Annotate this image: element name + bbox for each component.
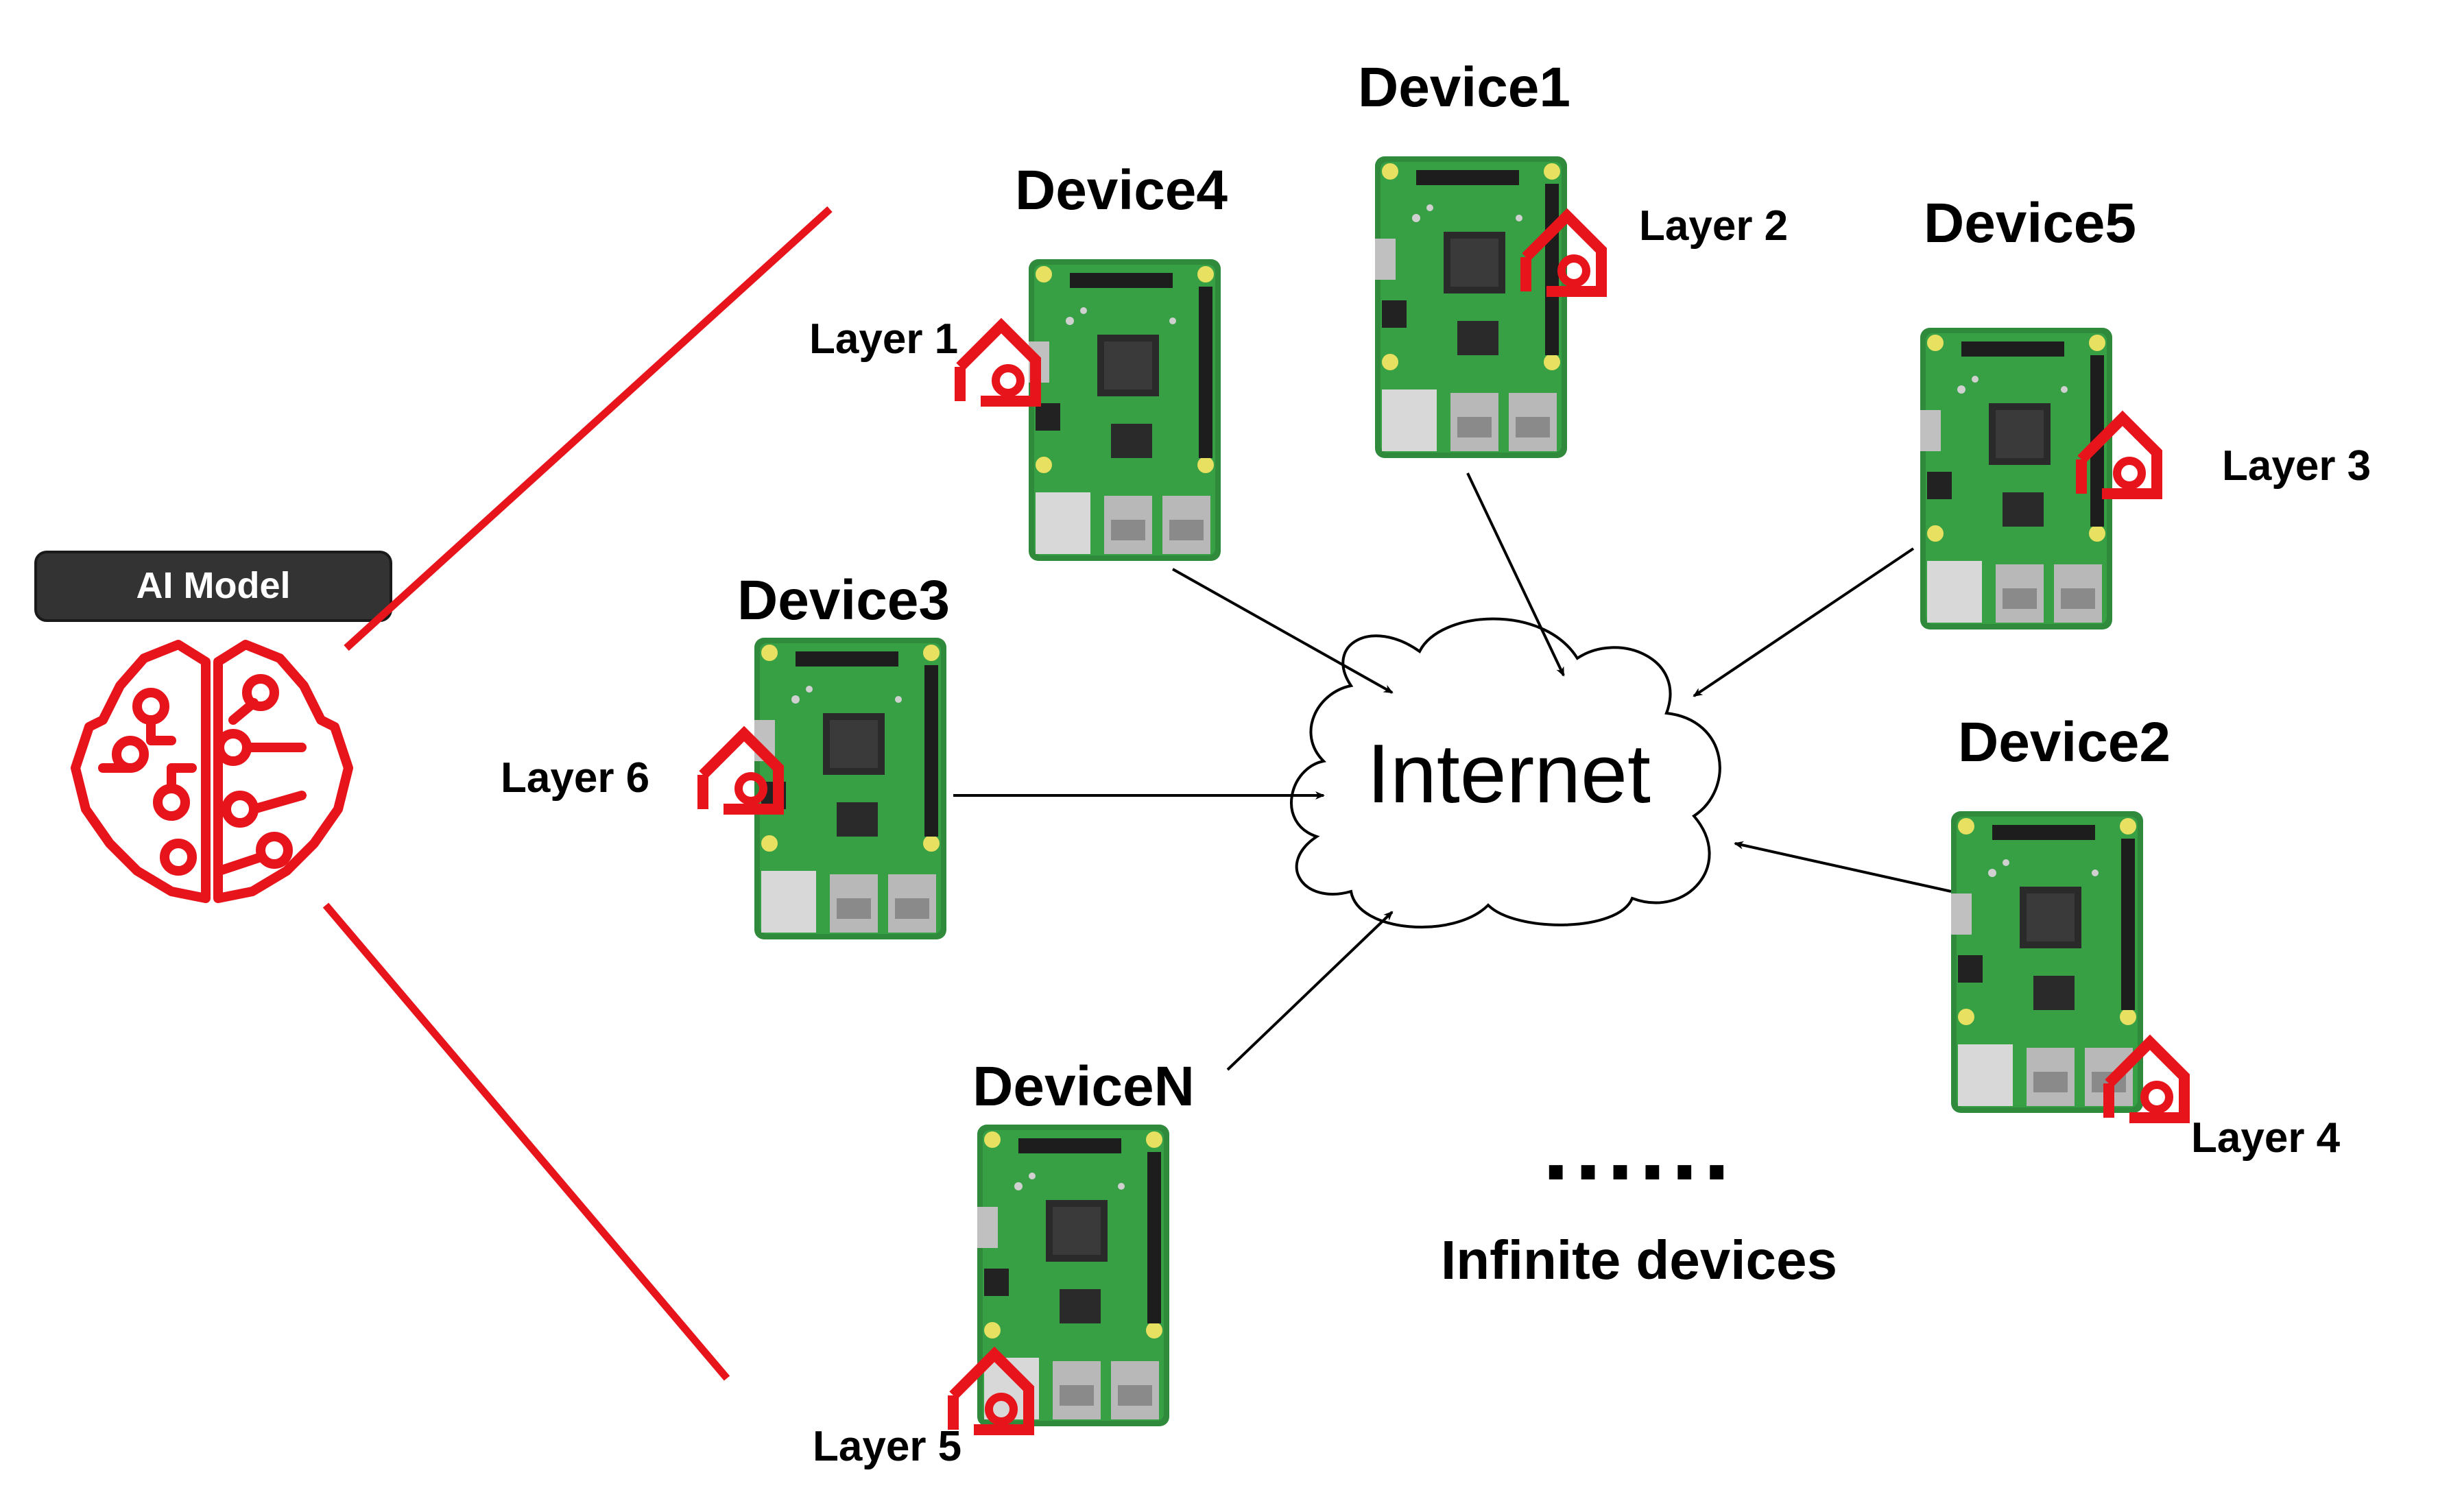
board-icon bbox=[1951, 811, 2143, 1113]
ellipsis-label: ...... bbox=[1542, 1092, 1735, 1200]
device-title: Device1 bbox=[1358, 56, 1570, 119]
device-1: Device1 Layer 2 bbox=[1358, 56, 1788, 458]
layer-label: Layer 6 bbox=[501, 754, 649, 802]
arrow-device4 bbox=[1172, 568, 1394, 694]
device-title: Device5 bbox=[1924, 192, 2136, 254]
arrow-devicen bbox=[1226, 911, 1394, 1071]
cloud-icon bbox=[1290, 617, 1721, 928]
device-3: Device3 Layer 6 bbox=[501, 569, 950, 939]
device-title: DeviceN bbox=[972, 1055, 1195, 1118]
device-5: Device5 Layer 3 bbox=[1920, 192, 2371, 629]
ai-model: AI Model bbox=[34, 551, 392, 903]
device-title: Device3 bbox=[737, 569, 950, 632]
ai-model-pill bbox=[34, 551, 392, 622]
brain-circuit-icon bbox=[71, 640, 353, 903]
upper-fan-line bbox=[344, 206, 833, 651]
infinite-devices-label: Infinite devices bbox=[1441, 1229, 1837, 1291]
ai-model-label: AI Model bbox=[136, 565, 291, 606]
device-4: Device4 Layer 1 bbox=[809, 159, 1228, 561]
layer-label: Layer 1 bbox=[809, 315, 958, 363]
device-n: DeviceN Layer 5 bbox=[813, 1055, 1195, 1470]
arrow-device2 bbox=[1734, 841, 1952, 893]
device-title: Device2 bbox=[1958, 711, 2171, 773]
layer-chip-icon bbox=[960, 326, 1036, 401]
layer-label: Layer 3 bbox=[2222, 442, 2371, 490]
board-icon bbox=[1029, 259, 1221, 561]
board-icon bbox=[1375, 156, 1567, 458]
device-2: Device2 Layer 4 bbox=[1951, 711, 2341, 1162]
device-title: Device4 bbox=[1015, 159, 1228, 221]
arrow-device5 bbox=[1693, 547, 1915, 697]
arrow-device1 bbox=[1466, 472, 1565, 677]
layer-label: Layer 5 bbox=[813, 1423, 961, 1470]
board-icon bbox=[977, 1125, 1169, 1426]
layer-label: Layer 4 bbox=[2191, 1114, 2341, 1162]
lower-fan-line bbox=[322, 902, 730, 1381]
layer-label: Layer 2 bbox=[1639, 202, 1788, 250]
internet-label: Internet bbox=[1367, 727, 1651, 820]
